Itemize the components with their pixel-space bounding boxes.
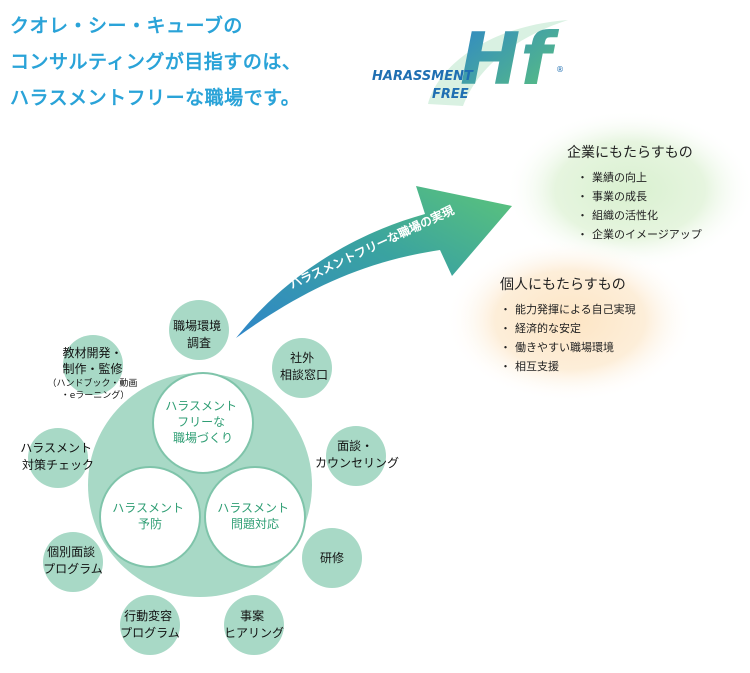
core-left-line-2: 予防 <box>138 516 162 531</box>
service-materials-line-2: 制作・監修 <box>62 361 122 376</box>
service-check-line-1: ハラスメント <box>20 441 92 455</box>
individual-benefits-panel: 個人にもたらすもの 能力発揮による自己実現 経済的な安定 働きやすい職場環境 相… <box>500 274 636 376</box>
individual-benefits-title: 個人にもたらすもの <box>500 277 626 293</box>
service-training-line-1: 研修 <box>320 550 344 565</box>
headline: クオレ・シー・キューブの コンサルティングが目指すのは、 ハラスメントフリーな職… <box>10 8 301 116</box>
core-top-circle <box>152 372 254 474</box>
service-hearing-circle <box>224 595 284 655</box>
service-counseling-line-1: 面談・ <box>337 438 373 453</box>
logo-registered: ® <box>556 65 564 74</box>
service-behavior-circle <box>120 595 180 655</box>
core-top-label: ハラスメント フリーな 職場づくり <box>165 399 241 445</box>
core-right-label: ハラスメント 問題対応 <box>217 501 293 531</box>
list-item: 業績の向上 <box>577 168 702 187</box>
service-hearing-line-2: ヒアリング <box>224 626 284 640</box>
service-materials-line-4: ・eラーニング） <box>61 389 130 401</box>
core-left-label: ハラスメント 予防 <box>112 501 188 531</box>
service-materials-label: 教材開発・ 制作・監修 （ハンドブック・動画 ・eラーニング） <box>48 342 143 401</box>
service-survey-line-2: 調査 <box>187 336 211 350</box>
service-materials-circle <box>63 335 123 395</box>
list-item: 働きやすい職場環境 <box>500 338 636 357</box>
service-survey-label: 職場環境 調査 <box>173 318 225 350</box>
core-right-line-2: 問題対応 <box>231 517 279 531</box>
list-item: 相互支援 <box>500 357 636 376</box>
core-top-line-3: 職場づくり <box>173 431 233 445</box>
harassment-free-logo: Hf HARASSMENT FREE ® <box>372 17 568 106</box>
service-external-label: 社外 相談窓口 <box>280 350 328 382</box>
service-training-label: 研修 <box>320 550 344 565</box>
company-benefits-panel: 企業にもたらすもの 業績の向上 事業の成長 組織の活性化 企業のイメージアップ <box>567 142 702 244</box>
core-right-circle <box>204 466 306 568</box>
service-check-line-2: 対策チェック <box>22 458 94 472</box>
individual-benefits-list: 能力発揮による自己実現 経済的な安定 働きやすい職場環境 相互支援 <box>500 300 636 376</box>
core-top-line-1: ハラスメント <box>165 399 237 413</box>
logo-swoosh <box>428 20 568 106</box>
headline-line-3: ハラスメントフリーな職場です。 <box>10 87 301 109</box>
service-behavior-line-2: プログラム <box>120 626 180 640</box>
core-left-circle <box>99 466 201 568</box>
headline-line-2: コンサルティングが目指すのは、 <box>10 51 302 73</box>
service-training-circle <box>302 528 362 588</box>
core-top-line-2: フリーな <box>177 415 225 429</box>
list-item: 経済的な安定 <box>500 319 636 338</box>
company-benefits-title: 企業にもたらすもの <box>567 145 693 161</box>
list-item: 企業のイメージアップ <box>577 225 702 244</box>
service-hearing-label: 事案 ヒアリング <box>224 608 284 640</box>
service-external-line-2: 相談窓口 <box>280 367 328 382</box>
service-counseling-label: 面談・ カウンセリング <box>315 438 399 470</box>
service-counseling-line-2: カウンセリング <box>315 456 399 470</box>
service-individual-line-2: プログラム <box>43 562 103 576</box>
core-left-line-1: ハラスメント <box>112 501 184 515</box>
list-item: 組織の活性化 <box>577 206 702 225</box>
service-behavior-line-1: 行動変容 <box>124 608 172 623</box>
core-right-line-1: ハラスメント <box>217 501 289 515</box>
service-check-circle <box>28 428 88 488</box>
service-individual-line-1: 個別面談 <box>47 544 95 559</box>
logo-mark: Hf <box>460 17 559 101</box>
list-item: 能力発揮による自己実現 <box>500 300 636 319</box>
service-counseling-circle <box>326 426 386 486</box>
service-external-circle <box>272 338 332 398</box>
service-individual-circle <box>43 532 103 592</box>
service-hearing-line-1: 事案 <box>240 608 264 623</box>
logo-text-1: HARASSMENT <box>372 69 474 84</box>
headline-line-1: クオレ・シー・キューブの <box>10 15 243 37</box>
service-check-label: ハラスメント 対策チェック <box>20 441 96 472</box>
service-materials-line-1: 教材開発・ <box>62 345 122 360</box>
service-survey-line-1: 職場環境 <box>173 318 221 333</box>
service-materials-line-3: （ハンドブック・動画 <box>48 377 138 389</box>
company-benefits-list: 業績の向上 事業の成長 組織の活性化 企業のイメージアップ <box>567 168 702 244</box>
service-individual-label: 個別面談 プログラム <box>43 544 103 576</box>
realization-arrow <box>236 186 512 338</box>
logo-text-2: FREE <box>432 87 469 102</box>
service-survey-circle <box>169 300 229 360</box>
service-external-line-1: 社外 <box>290 350 314 365</box>
service-behavior-label: 行動変容 プログラム <box>120 608 180 640</box>
list-item: 事業の成長 <box>577 187 702 206</box>
